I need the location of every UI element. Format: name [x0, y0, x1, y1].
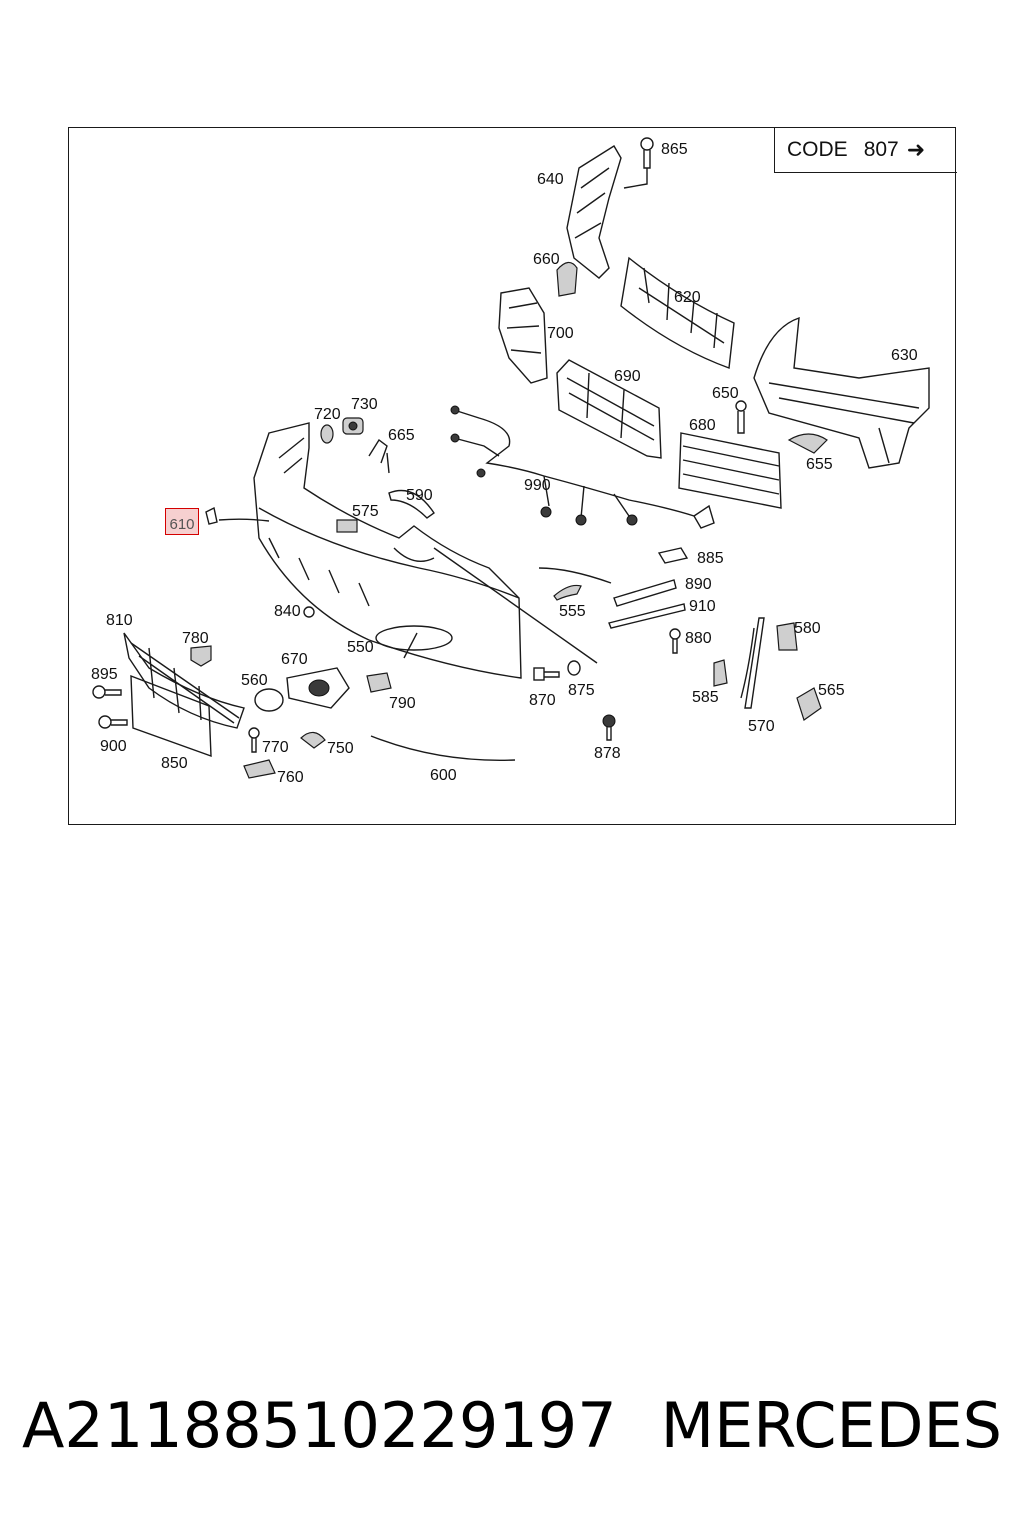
arrow-right-icon: ➜ [906, 137, 926, 162]
label-690: 690 [614, 368, 641, 385]
label-720: 720 [314, 406, 341, 423]
label-570: 570 [748, 718, 775, 735]
part-575-clip [336, 519, 358, 533]
part-655-cover [787, 433, 828, 454]
label-670: 670 [281, 651, 308, 668]
label-585: 585 [692, 689, 719, 706]
label-650: 650 [712, 385, 739, 402]
label-900: 900 [100, 738, 127, 755]
label-680: 680 [689, 417, 716, 434]
part-810-grille [123, 632, 245, 729]
label-840: 840 [274, 603, 301, 620]
part-770-screw [248, 727, 260, 753]
part-620-beam [620, 256, 735, 369]
part-730-sensor [342, 417, 364, 435]
label-655: 655 [806, 456, 833, 473]
part-875-washer [567, 660, 581, 676]
label-890: 890 [685, 576, 712, 593]
part-590-strip [388, 489, 435, 519]
part-630-bracket [753, 316, 930, 469]
part-790-clip [366, 672, 392, 693]
label-565: 565 [818, 682, 845, 699]
part-600-strip [370, 735, 516, 761]
label-910: 910 [689, 598, 716, 615]
part-680-grille [678, 432, 782, 509]
part-labels: 865 640 660 620 700 630 690 650 720 730 … [91, 141, 918, 786]
part-890-strip [613, 579, 677, 607]
label-870: 870 [529, 692, 556, 709]
part-840-clip [303, 606, 315, 618]
label-580: 580 [794, 620, 821, 637]
parts-diagram: 865 640 660 620 700 630 690 650 720 730 … [91, 137, 930, 786]
footer: A21188510229197 MERCEDES [0, 1380, 1024, 1470]
code-number: 807 [863, 138, 899, 161]
part-895-screw [92, 685, 122, 699]
label-878: 878 [594, 745, 621, 762]
part-610-clip [205, 506, 218, 525]
label-875: 875 [568, 682, 595, 699]
highlighted-part-label[interactable]: 610 [165, 508, 199, 535]
label-885: 885 [697, 550, 724, 567]
label-760: 760 [277, 769, 304, 786]
highlighted-part-number: 610 [169, 516, 195, 533]
label-850: 850 [161, 755, 188, 772]
label-810: 810 [106, 612, 133, 629]
part-700-absorber [498, 287, 548, 384]
label-620: 620 [674, 289, 701, 306]
part-720-sensor [320, 424, 334, 444]
part-565-bracket [796, 687, 822, 721]
part-number: A21188510229197 [22, 1388, 617, 1462]
part-850-plate [130, 674, 212, 758]
label-780: 780 [182, 630, 209, 647]
label-550: 550 [347, 639, 374, 656]
label-560: 560 [241, 672, 268, 689]
label-750: 750 [327, 740, 354, 757]
part-865-bolt [640, 137, 654, 169]
label-630: 630 [891, 347, 918, 364]
part-880-screw [669, 628, 681, 654]
parts-diagram-frame: 865 640 660 620 700 630 690 650 720 730 … [68, 127, 957, 825]
part-585-clip [713, 659, 728, 687]
part-580-bracket [776, 622, 798, 651]
part-560-ring [254, 688, 284, 712]
label-555: 555 [559, 603, 586, 620]
code-box: CODE 807 ➜ [774, 128, 957, 173]
part-665-clip [368, 438, 390, 474]
label-660: 660 [533, 251, 560, 268]
label-665: 665 [388, 427, 415, 444]
part-760-clip [243, 759, 276, 779]
label-600: 600 [430, 767, 457, 784]
part-555-strip [553, 584, 582, 601]
part-650-bolt [735, 400, 747, 434]
part-570-rail [740, 617, 765, 709]
part-900-screw [98, 715, 128, 729]
label-895: 895 [91, 666, 118, 683]
part-780-clip [190, 645, 212, 667]
label-640: 640 [537, 171, 564, 188]
label-575: 575 [352, 503, 379, 520]
label-700: 700 [547, 325, 574, 342]
part-660-cap [556, 261, 578, 297]
part-690-carrier [556, 359, 662, 459]
label-770: 770 [262, 739, 289, 756]
label-880: 880 [685, 630, 712, 647]
part-640-bracket [566, 145, 622, 279]
code-label: CODE [787, 138, 848, 161]
label-990: 990 [524, 477, 551, 494]
label-865: 865 [661, 141, 688, 158]
part-990-harness [450, 405, 715, 529]
part-878-clip [602, 714, 616, 741]
part-885-clip [657, 547, 689, 564]
part-750-clip [300, 731, 326, 749]
part-910-strip [608, 603, 686, 629]
brand-name: MERCEDES [660, 1388, 1002, 1462]
part-550-bumper [253, 422, 522, 679]
label-790: 790 [389, 695, 416, 712]
label-730: 730 [351, 396, 378, 413]
label-590: 590 [406, 487, 433, 504]
part-670-grille [286, 667, 350, 709]
part-870-bolt [533, 667, 560, 681]
